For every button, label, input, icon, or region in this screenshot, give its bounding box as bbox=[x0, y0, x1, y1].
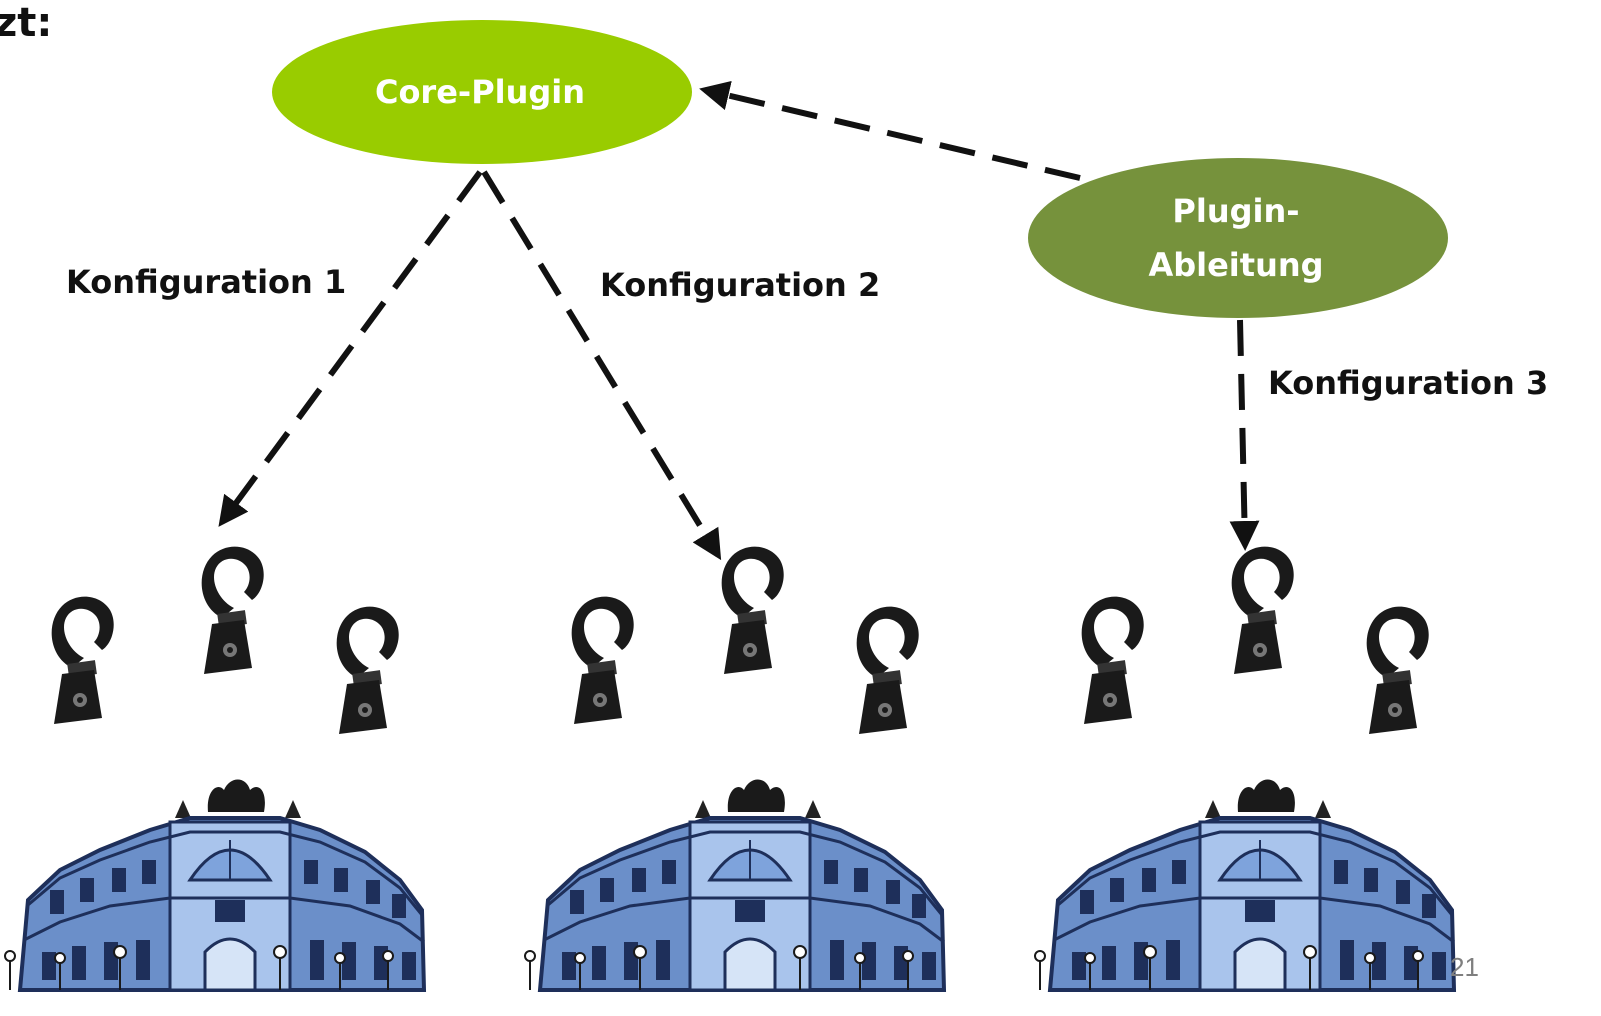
node-core-plugin: Core-Plugin bbox=[272, 20, 692, 164]
building-with-hooks-icon bbox=[5, 547, 424, 990]
building-with-hooks-icon bbox=[525, 547, 944, 990]
heading-fragment: zt: bbox=[0, 0, 52, 46]
edge-label-config1: Konfiguration 1 bbox=[66, 263, 346, 301]
node-plugin-ableitung-shape bbox=[1028, 158, 1448, 318]
node-plugin-ableitung-label-line1: Plugin- bbox=[1172, 192, 1299, 230]
node-core-plugin-label: Core-Plugin bbox=[375, 73, 585, 111]
building-with-hooks-icon bbox=[1035, 547, 1454, 990]
node-core-plugin-shape bbox=[272, 20, 692, 164]
edge-core-to-config1 bbox=[218, 170, 483, 527]
edge-derived-to-core bbox=[699, 80, 1081, 181]
page-number: 21 bbox=[1450, 952, 1479, 982]
edge-label-config2: Konfiguration 2 bbox=[600, 266, 880, 304]
edge-label-config3: Konfiguration 3 bbox=[1268, 364, 1548, 402]
edge-derived-to-config3 bbox=[1229, 319, 1260, 551]
edge-core-to-config2 bbox=[481, 170, 722, 561]
node-plugin-ableitung: Plugin- Ableitung bbox=[1028, 158, 1448, 318]
node-plugin-ableitung-label-line2: Ableitung bbox=[1148, 246, 1323, 284]
